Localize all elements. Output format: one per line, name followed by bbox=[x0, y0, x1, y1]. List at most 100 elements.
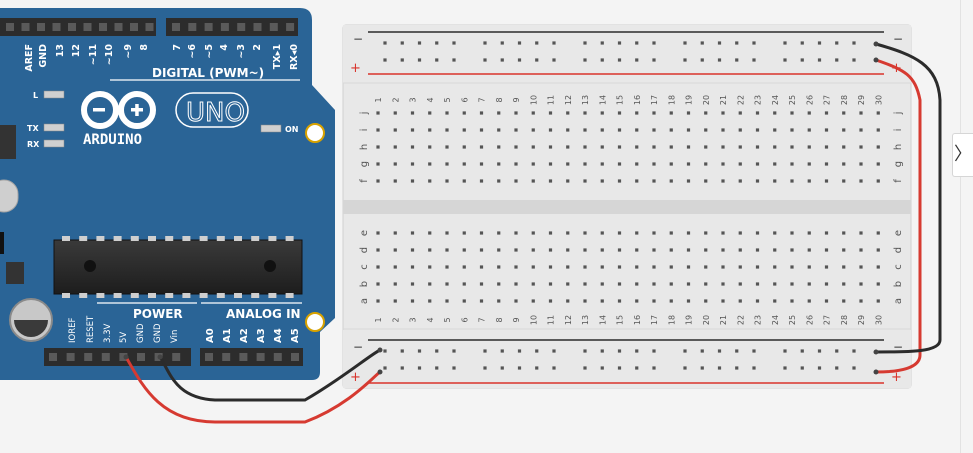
breadboard-hole[interactable] bbox=[773, 265, 777, 269]
breadboard-hole[interactable] bbox=[635, 282, 639, 286]
digital-header-left[interactable] bbox=[0, 18, 156, 36]
breadboard-hole[interactable] bbox=[807, 145, 811, 149]
breadboard-hole[interactable] bbox=[824, 248, 829, 252]
wire-endpoint[interactable] bbox=[873, 349, 879, 355]
breadboard-hole[interactable] bbox=[652, 179, 656, 183]
breadboard-hole[interactable] bbox=[497, 248, 501, 252]
rail-hole[interactable] bbox=[517, 366, 522, 370]
breadboard-hole[interactable] bbox=[462, 162, 466, 166]
breadboard-hole[interactable] bbox=[583, 128, 587, 132]
breadboard-hole[interactable] bbox=[479, 299, 484, 303]
breadboard-hole[interactable] bbox=[479, 145, 484, 149]
breadboard-hole[interactable] bbox=[704, 265, 708, 269]
breadboard-hole[interactable] bbox=[600, 162, 604, 166]
breadboard-hole[interactable] bbox=[686, 179, 691, 183]
breadboard-hole[interactable] bbox=[790, 145, 794, 149]
breadboard-hole[interactable] bbox=[807, 265, 811, 269]
breadboard-hole[interactable] bbox=[704, 299, 708, 303]
breadboard-hole[interactable] bbox=[721, 282, 725, 286]
breadboard-hole[interactable] bbox=[859, 111, 863, 115]
rail-hole[interactable] bbox=[783, 41, 787, 45]
breadboard-hole[interactable] bbox=[410, 111, 415, 115]
rail-hole[interactable] bbox=[683, 58, 687, 62]
breadboard-hole[interactable] bbox=[583, 265, 587, 269]
breadboard-hole[interactable] bbox=[842, 128, 846, 132]
digital-header-hole[interactable] bbox=[114, 23, 123, 31]
rail-hole[interactable] bbox=[635, 58, 639, 62]
breadboard-hole[interactable] bbox=[842, 111, 846, 115]
wire-endpoint[interactable] bbox=[377, 369, 383, 375]
breadboard-hole[interactable] bbox=[738, 265, 742, 269]
rail-hole[interactable] bbox=[600, 41, 604, 45]
digital-header-hole[interactable] bbox=[145, 23, 154, 31]
power-header-hole[interactable] bbox=[49, 353, 57, 361]
breadboard-hole[interactable] bbox=[652, 162, 656, 166]
breadboard-hole[interactable] bbox=[393, 128, 397, 132]
breadboard-hole[interactable] bbox=[738, 231, 742, 235]
rail-hole[interactable] bbox=[683, 41, 687, 45]
breadboard-hole[interactable] bbox=[566, 282, 570, 286]
rail-hole[interactable] bbox=[835, 366, 839, 370]
breadboard-hole[interactable] bbox=[445, 265, 449, 269]
breadboard-hole[interactable] bbox=[600, 111, 604, 115]
rail-hole[interactable] bbox=[835, 349, 839, 353]
breadboard-hole[interactable] bbox=[755, 179, 760, 183]
rail-hole[interactable] bbox=[700, 41, 704, 45]
breadboard-hole[interactable] bbox=[514, 248, 518, 252]
breadboard-hole[interactable] bbox=[842, 145, 846, 149]
rail-hole[interactable] bbox=[500, 349, 504, 353]
breadboard-hole[interactable] bbox=[617, 179, 622, 183]
breadboard-hole[interactable] bbox=[824, 179, 829, 183]
wire-endpoint[interactable] bbox=[873, 369, 879, 375]
analog-header-hole[interactable] bbox=[205, 353, 213, 361]
breadboard-hole[interactable] bbox=[462, 179, 466, 183]
breadboard-hole[interactable] bbox=[479, 231, 484, 235]
digital-header-hole[interactable] bbox=[6, 23, 14, 31]
breadboard-hole[interactable] bbox=[755, 282, 760, 286]
breadboard-hole[interactable] bbox=[635, 128, 639, 132]
breadboard-hole[interactable] bbox=[393, 111, 397, 115]
rail-hole[interactable] bbox=[517, 41, 522, 45]
breadboard-hole[interactable] bbox=[531, 145, 535, 149]
breadboard-hole[interactable] bbox=[583, 231, 587, 235]
rail-hole[interactable] bbox=[483, 349, 487, 353]
power-header[interactable] bbox=[44, 348, 191, 366]
breadboard-hole[interactable] bbox=[462, 265, 466, 269]
breadboard-hole[interactable] bbox=[755, 248, 760, 252]
breadboard-hole[interactable] bbox=[635, 265, 639, 269]
breadboard-hole[interactable] bbox=[376, 231, 380, 235]
breadboard-hole[interactable] bbox=[531, 111, 535, 115]
breadboard-hole[interactable] bbox=[669, 111, 673, 115]
breadboard-hole[interactable] bbox=[428, 128, 432, 132]
breadboard-hole[interactable] bbox=[824, 128, 829, 132]
breadboard-hole[interactable] bbox=[376, 282, 380, 286]
breadboard-hole[interactable] bbox=[393, 145, 397, 149]
breadboard-hole[interactable] bbox=[669, 299, 673, 303]
analog-header-hole[interactable] bbox=[222, 353, 231, 361]
rail-hole[interactable] bbox=[400, 366, 404, 370]
breadboard-hole[interactable] bbox=[497, 265, 501, 269]
breadboard-hole[interactable] bbox=[876, 162, 880, 166]
rail-hole[interactable] bbox=[435, 349, 439, 353]
breadboard-hole[interactable] bbox=[410, 128, 415, 132]
digital-header-hole[interactable] bbox=[21, 23, 30, 31]
rail-hole[interactable] bbox=[783, 58, 787, 62]
rail-hole[interactable] bbox=[717, 41, 722, 45]
breadboard-hole[interactable] bbox=[773, 282, 777, 286]
rail-hole[interactable] bbox=[817, 58, 822, 62]
breadboard-hole[interactable] bbox=[807, 111, 811, 115]
breadboard-hole[interactable] bbox=[566, 248, 570, 252]
breadboard-hole[interactable] bbox=[566, 145, 570, 149]
breadboard-hole[interactable] bbox=[876, 128, 880, 132]
breadboard-hole[interactable] bbox=[514, 265, 518, 269]
breadboard-hole[interactable] bbox=[462, 145, 466, 149]
breadboard-hole[interactable] bbox=[514, 162, 518, 166]
rail-hole[interactable] bbox=[617, 349, 622, 353]
breadboard-hole[interactable] bbox=[859, 265, 863, 269]
breadboard-hole[interactable] bbox=[824, 162, 829, 166]
breadboard-hole[interactable] bbox=[428, 145, 432, 149]
breadboard-hole[interactable] bbox=[497, 282, 501, 286]
breadboard-hole[interactable] bbox=[531, 265, 535, 269]
breadboard-hole[interactable] bbox=[566, 111, 570, 115]
rail-hole[interactable] bbox=[452, 41, 456, 45]
